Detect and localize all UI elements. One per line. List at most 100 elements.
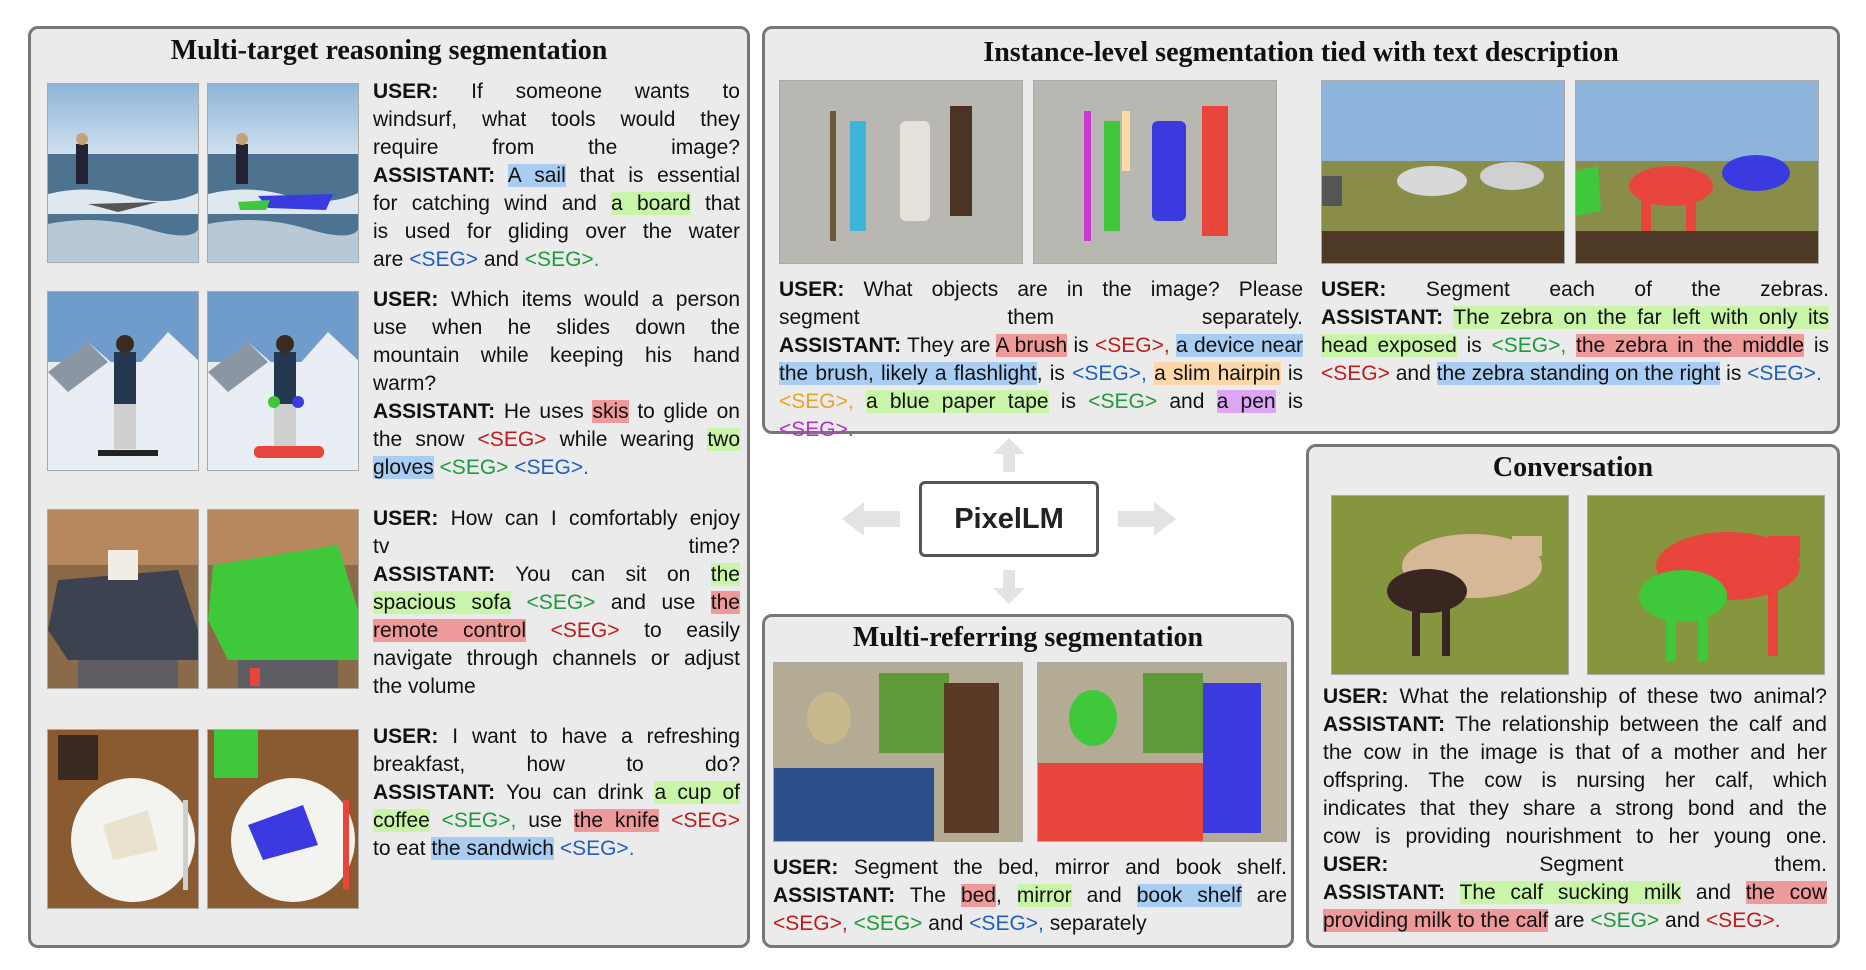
highlighted-phrase: coffee [373,809,430,832]
text-line: is used for gliding over the water [373,218,740,246]
highlighted-phrase: a slim hairpin [1154,362,1281,385]
seg-token: <SEG>. [1747,362,1822,385]
text-run [430,809,442,832]
speaker-label: USER: [1323,853,1389,876]
text-run: require from the image? [373,136,740,159]
text-run: You can drink [495,781,655,804]
text-run: to eat [373,837,432,860]
speaker-label: USER: [1321,278,1387,301]
pixellm-label: PixelLM [919,481,1099,557]
text-line: to eat the sandwich <SEG>. [373,835,740,863]
text-run: and [1659,909,1706,932]
text-line: navigate through channels or adjust [373,645,740,673]
text-run [526,619,551,642]
text-line: USER: Segment the bed, mirror and book s… [773,854,1287,882]
text-run: How can I comfortably enjoy [438,507,740,530]
highlighted-phrase: the brush, likely a flashlight [779,362,1037,385]
seg-token: <SEG>. [1705,909,1781,932]
text-line: USER: Segment them. [1323,851,1827,879]
text-line: breakfast, how to do? [373,751,740,779]
text-line: ASSISTANT: You can sit on the [373,561,740,589]
speaker-label: ASSISTANT: [1321,306,1444,329]
zebras-photo [1321,80,1565,264]
text-run: mountain while keeping his hand [373,344,740,367]
text-line: the snow <SEG> while wearing two [373,426,740,454]
text-line: the cow in the image is that of a mother… [1323,739,1827,767]
highlighted-phrase: a blue paper tape [865,390,1049,413]
text-line: ASSISTANT: The relationship between the … [1323,711,1827,739]
text-line: the brush, likely a flashlight, is <SEG>… [779,360,1303,388]
text-run: The relationship between the calf and [1445,713,1827,736]
text-line: spacious sofa <SEG> and use the [373,589,740,617]
text-line: remote control <SEG> to easily [373,617,740,645]
text-run [659,809,671,832]
text-run: What objects are in the image? Please [844,278,1304,301]
highlighted-phrase: gloves [373,456,434,479]
highlighted-phrase: the sandwich [431,837,554,860]
text-run [511,591,526,614]
seg-token: <SEG>, [1491,334,1567,357]
text-line: <SEG>, a blue paper tape is <SEG> and a … [779,388,1303,444]
text-run: indicates that they share a strong bond … [1323,797,1827,820]
text-run: are [373,248,410,271]
speaker-label: ASSISTANT: [373,781,496,804]
text-line: use when he slides down the [373,314,740,342]
text-line: for catching wind and a board that [373,190,740,218]
cows-photo [1331,495,1569,675]
seg-token: <SEG>. [514,456,589,479]
text-run: separately [1043,912,1147,935]
text-line: USER: Which items would a person [373,286,740,314]
seg-token: <SEG> [550,619,620,642]
text-run: use [516,809,574,832]
text-line: mountain while keeping his hand [373,342,740,370]
text-run: tv time? [373,535,740,558]
text-line: require from the image? [373,134,740,162]
seg-token: <SEG>. [559,837,635,860]
text-run: to easily [619,619,740,642]
panel-instance-level: Instance-level segmentation tied with te… [762,26,1840,441]
highlighted-phrase: the [710,591,740,614]
instance-zebras-text: USER: Segment each of the zebras.ASSISTA… [1321,276,1829,388]
multiref-text: USER: Segment the bed, mirror and book s… [773,854,1287,938]
panel-multi-target-reasoning: Multi-target reasoning segmentation USER… [28,26,750,948]
text-run: and [1071,884,1137,907]
seg-token: <SEG> [1088,390,1158,413]
text-run: and [1157,390,1217,413]
highlighted-phrase: the cow [1745,881,1827,904]
text-run: What the relationship of these two anima… [1388,685,1827,708]
seg-token: <SEG>, [773,912,848,935]
text-run: is [1067,334,1095,357]
text-run: is [1275,390,1303,413]
seg-token: <SEG>, [1094,334,1170,357]
text-run: The [895,884,961,907]
text-run: navigate through channels or adjust [373,647,740,670]
text-line: USER: What objects are in the image? Ple… [779,276,1303,304]
text-run: and use [595,591,711,614]
panel-title: Instance-level segmentation tied with te… [983,37,1619,68]
highlighted-phrase: providing milk to the calf [1323,909,1549,932]
text-line: offspring. The cow is nursing her calf, … [1323,767,1827,795]
text-run: is [1048,390,1089,413]
seg-token: <SEG> [853,912,923,935]
text-line: providing milk to the calf are <SEG> and… [1323,907,1827,935]
seg-token: <SEG> [671,809,740,832]
speaker-label: USER: [373,288,439,311]
highlighted-phrase: head exposed [1321,334,1457,357]
panel-title: Conversation [1492,452,1654,483]
text-line: ASSISTANT: A sail that is essential [373,162,740,190]
seg-token: <SEG> [1321,362,1390,385]
text-run: for catching wind and [373,192,612,215]
speaker-label: ASSISTANT: [1323,713,1446,736]
cows-mask [1587,495,1825,675]
seg-token: <SEG> [1590,909,1660,932]
text-run: , [996,884,1017,907]
text-run: windsurf, what tools would they [373,108,740,131]
speaker-label: USER: [373,80,439,103]
breakfast-photo [47,729,199,909]
text-run: the volume [373,675,476,698]
text-run: breakfast, how to do? [373,753,740,776]
seg-token: <SEG> [439,456,509,479]
